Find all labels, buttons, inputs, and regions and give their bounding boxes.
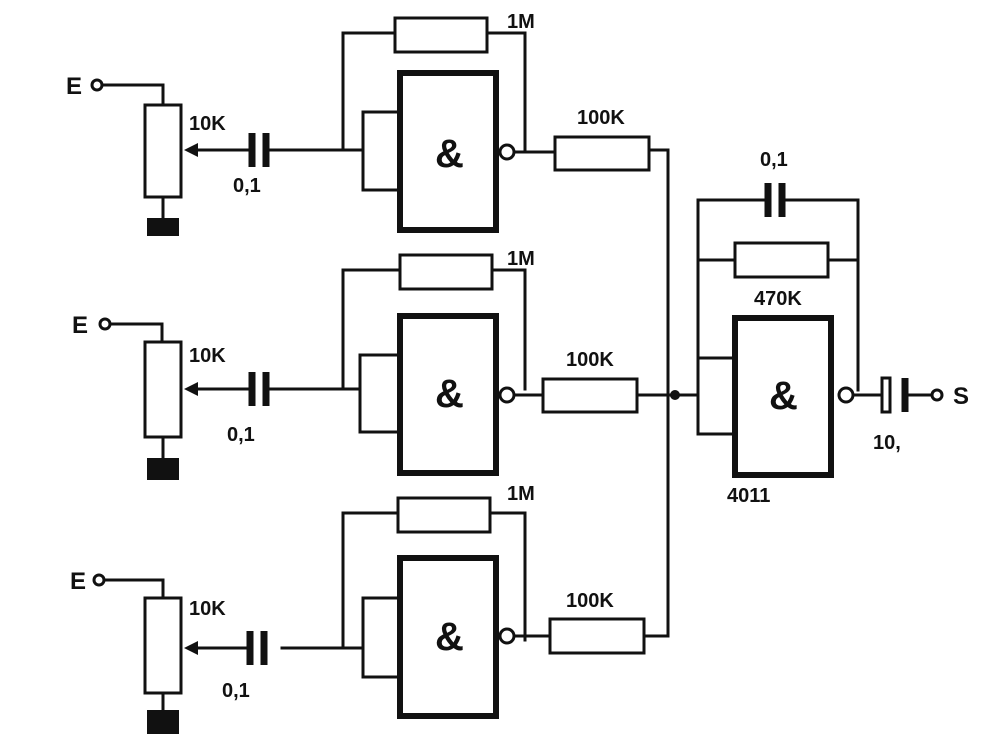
pot-label-2: 10K	[189, 345, 226, 367]
feedback-label-1: 1M	[507, 11, 535, 33]
ground-symbol-1	[147, 218, 179, 236]
mixer-feedback-resistor	[733, 241, 830, 279]
mixer-gate-symbol: &	[769, 374, 798, 418]
wiper-arrow-1	[184, 143, 198, 157]
output-res-label-2: 100K	[566, 349, 614, 371]
feedback-resistor-1	[393, 16, 489, 54]
input-stage-1: E 10K 0,1 1M & 100K	[66, 11, 670, 236]
potentiometer-1	[143, 103, 183, 199]
nand-gate-1	[397, 70, 499, 233]
output-cap-label: 10,	[873, 432, 901, 454]
wiper-arrow-3	[184, 641, 198, 655]
wiper-arrow-2	[184, 382, 198, 396]
input-label-3: E	[70, 568, 86, 595]
output-res-label-3: 100K	[566, 590, 614, 612]
mixer-cap-label: 0,1	[760, 149, 788, 171]
mixer-stage: 0,1 470K & S 10, 4011	[696, 149, 969, 507]
gate-symbol-1: &	[435, 132, 464, 176]
feedback-label-3: 1M	[507, 483, 535, 505]
input-label-2: E	[72, 312, 88, 339]
cap-label-3: 0,1	[222, 680, 250, 702]
output-resistor-3	[548, 617, 646, 655]
output-res-label-1: 100K	[577, 107, 625, 129]
mixer-feedback-label: 470K	[754, 288, 802, 310]
ground-symbol-3	[147, 710, 179, 734]
inversion-bubble-2	[498, 386, 516, 404]
potentiometer-2	[143, 340, 183, 439]
ground-symbol-2	[147, 458, 179, 480]
pot-label-1: 10K	[189, 113, 226, 135]
gate-symbol-3: &	[435, 615, 464, 659]
summing-junction	[670, 390, 680, 400]
cap-label-1: 0,1	[233, 175, 261, 197]
feedback-resistor-3	[396, 496, 492, 534]
gate-symbol-2: &	[435, 372, 464, 416]
inversion-bubble-1	[498, 143, 516, 161]
mixer-nand-gate	[732, 315, 834, 478]
input-stage-3: E 10K 0,1 1M & 100K	[70, 483, 670, 734]
potentiometer-3	[143, 596, 183, 695]
feedback-label-2: 1M	[507, 248, 535, 270]
nand-gate-2	[397, 313, 499, 476]
feedback-resistor-2	[398, 253, 494, 291]
pot-label-3: 10K	[189, 598, 226, 620]
nand-gate-3	[397, 555, 499, 719]
input-stage-2: E 10K 0,1 1M & 100K	[72, 248, 700, 480]
output-terminal[interactable]	[930, 388, 944, 402]
output-resistor-1	[553, 135, 651, 172]
output-resistor-2	[541, 377, 639, 414]
input-label-1: E	[66, 73, 82, 100]
mixer-inversion-bubble	[837, 386, 855, 404]
cap-label-2: 0,1	[227, 424, 255, 446]
output-label: S	[953, 383, 969, 410]
inversion-bubble-3	[498, 627, 516, 645]
ic-label: 4011	[727, 485, 770, 507]
output-electrolytic-capacitor	[880, 376, 892, 414]
